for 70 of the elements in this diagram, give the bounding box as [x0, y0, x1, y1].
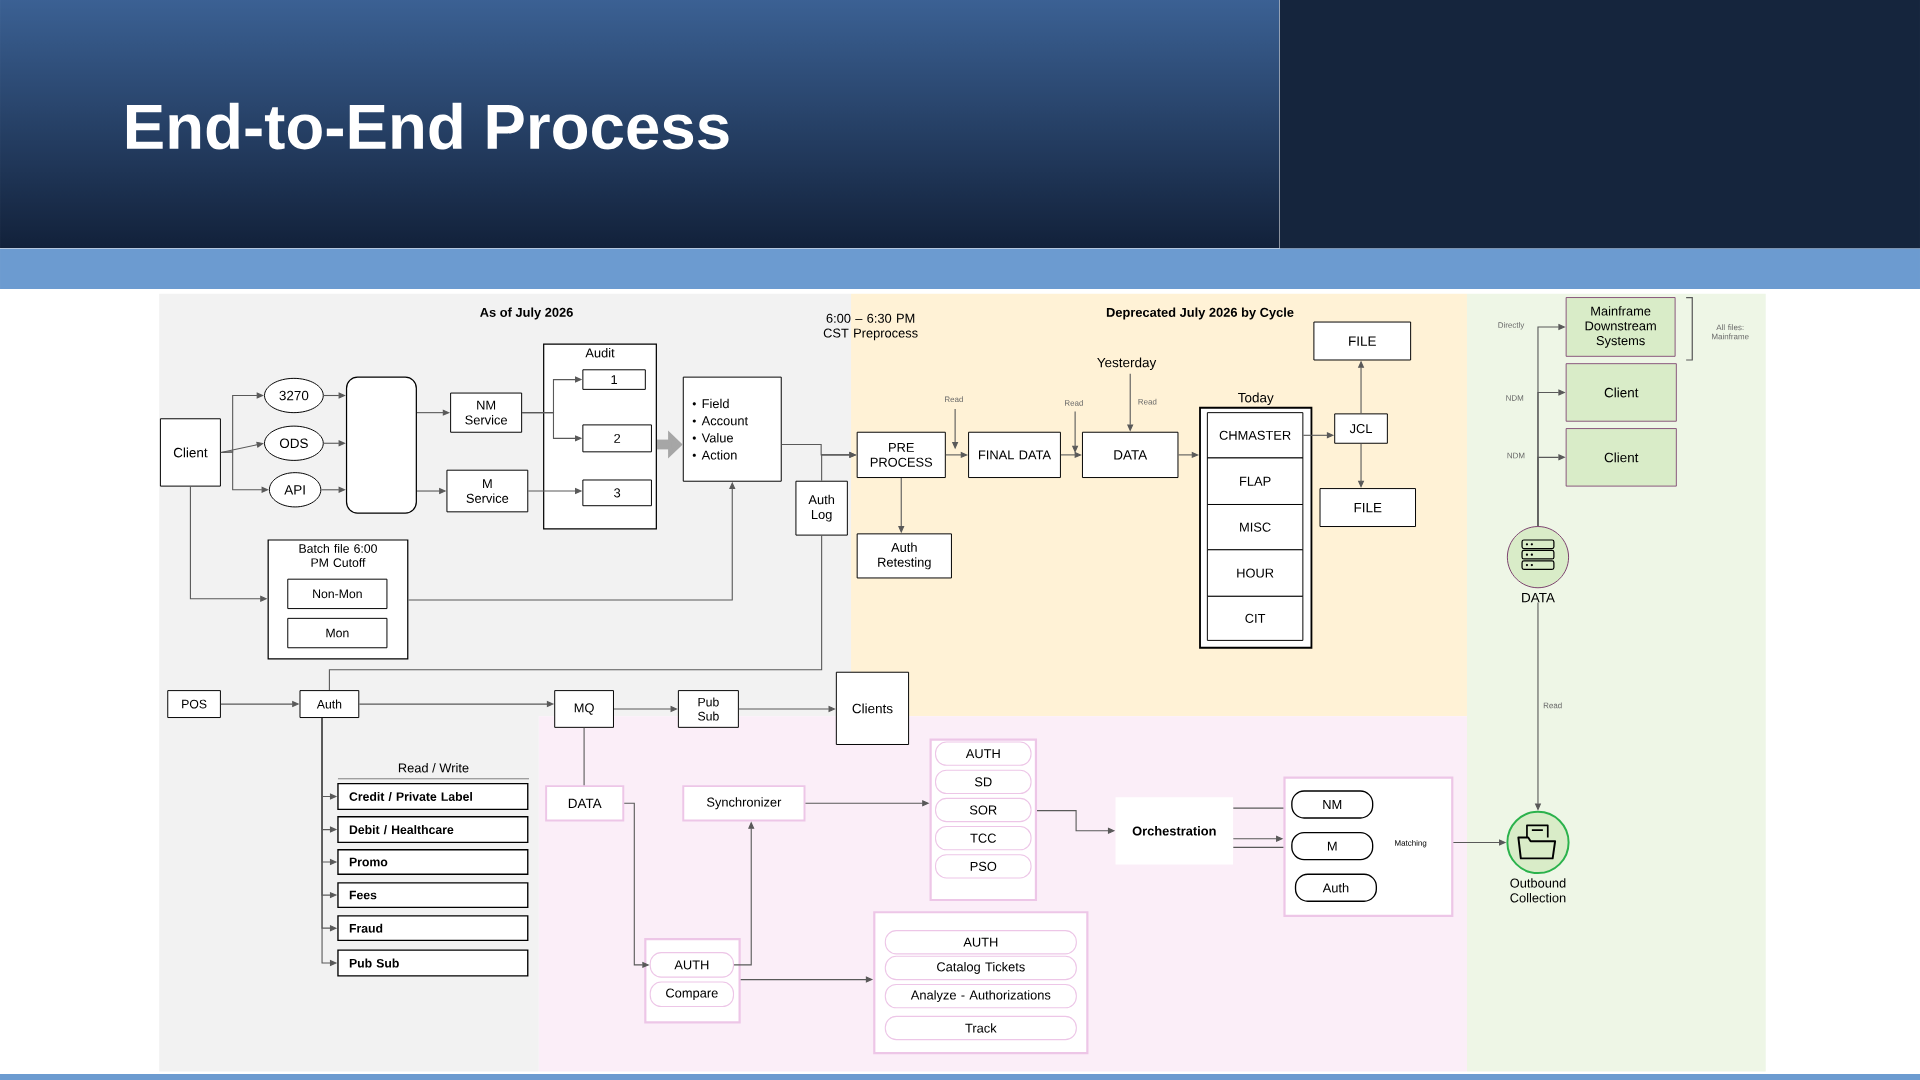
connector-line [1232, 846, 1284, 848]
process-box: Auth Log [795, 480, 848, 536]
process-box: FINAL DATA [968, 431, 1061, 479]
pill-box: Analyze - Authorizations [884, 983, 1077, 1009]
process-box: Auth Retesting [856, 533, 952, 579]
list-box: Credit / Private Label [337, 783, 529, 811]
process-box: Auth [299, 690, 360, 719]
process-box: MISC [1206, 504, 1304, 551]
system-box: Client [1565, 428, 1677, 487]
process-box: Synchronizer [682, 785, 806, 822]
process-box: Non-Mon [287, 578, 388, 610]
list-box: Debit / Healthcare [337, 816, 529, 844]
list-box: Pub Sub [337, 949, 529, 977]
process-box: FLAP [1206, 457, 1304, 505]
process-box: FILE [1319, 488, 1416, 527]
process-box: JCL [1334, 413, 1388, 444]
pill-box: AUTH [649, 952, 735, 978]
process-box: CHMASTER [1206, 412, 1304, 459]
title: End-to-End Process [126, 102, 729, 150]
process-box: FILE [1313, 321, 1412, 361]
pill-box: Compare [649, 981, 735, 1008]
arrow [220, 441, 264, 453]
process-box: M Service [446, 469, 529, 513]
pill-box: Auth [1294, 873, 1377, 902]
list-box: Fraud [337, 915, 529, 942]
process-box: MQ [554, 690, 614, 728]
rounded-box [345, 376, 417, 514]
time-note: 6:00 – 6:30 PM CST Preprocess [823, 313, 918, 341]
arrow [220, 451, 269, 493]
pill-box: M [1291, 831, 1374, 861]
process-box: POS [167, 690, 221, 719]
list-box: Promo [337, 849, 529, 875]
system-box: Client [1565, 363, 1677, 422]
arrow [323, 440, 346, 447]
system-box: Mainframe Downstream Systems [1565, 297, 1676, 357]
connector-line [328, 535, 823, 691]
process-box: PRE PROCESS [856, 431, 946, 479]
pill-box: NM [1291, 790, 1374, 819]
process-box: DATA [545, 785, 625, 822]
column-heading: Read / Write [337, 763, 530, 780]
list-box: Fees [337, 882, 529, 908]
list-box: Field Account Value Action [682, 376, 782, 482]
pill-box: Catalog Tickets [884, 955, 1077, 981]
pill-box: Track [884, 1015, 1077, 1041]
pill-box: PSO [934, 854, 1032, 879]
process-box: Mon [287, 617, 388, 649]
process-box: Client [159, 418, 221, 487]
process-box: Clients [835, 671, 910, 745]
pill-box: SD [934, 769, 1032, 794]
arrow [320, 486, 346, 493]
process-box: HOUR [1206, 549, 1304, 597]
process-box: 2 [582, 424, 652, 453]
section-heading: Deprecated July 2026 by Cycle [1106, 307, 1294, 320]
connector-line [583, 727, 585, 786]
section-heading: As of July 2026 [480, 307, 573, 320]
arrow [323, 392, 346, 399]
process-box: NM Service [450, 392, 523, 433]
connector-line [1232, 807, 1284, 809]
process-box: Orchestration [1115, 797, 1234, 865]
process-box: 1 [582, 369, 646, 390]
pill-box: SOR [934, 797, 1032, 823]
node-text: Yesterday [1097, 357, 1157, 370]
process-box: 3 [582, 479, 652, 507]
pill-box: AUTH [884, 930, 1077, 955]
pill-box: AUTH [934, 741, 1032, 766]
pill-box: TCC [934, 826, 1032, 851]
node-label: Today [1238, 392, 1274, 406]
process-box: DATA [1081, 431, 1179, 479]
process-box: Pub Sub [677, 690, 739, 728]
process-box: CIT [1206, 595, 1304, 641]
